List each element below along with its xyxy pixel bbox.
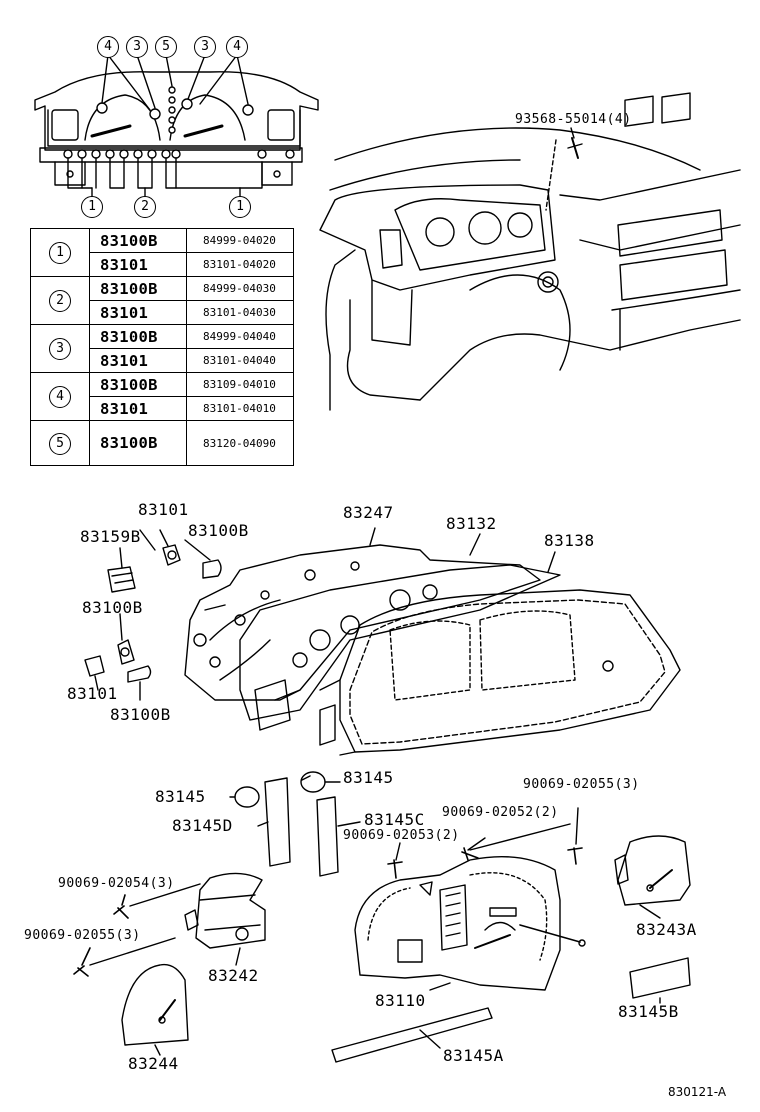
table-row: 2 83100B 84999-04030 xyxy=(30,276,294,325)
table-row: 1 83100B 84999-04020 xyxy=(30,228,294,277)
callout-4-left: 4 xyxy=(97,36,119,58)
label-83243A: 83243A xyxy=(636,920,697,939)
sub-part-number: 83101-04030 xyxy=(186,300,294,325)
group-number: 1 xyxy=(49,242,71,264)
callout-3-right: 3 xyxy=(194,36,216,58)
group-cell: 1 xyxy=(30,228,90,277)
bulb-reference-table: 1 83100B 84999-04020 83101 83101-04020 2… xyxy=(30,228,294,466)
strips-bottom xyxy=(331,957,691,1063)
part-number: 83100B xyxy=(89,276,187,301)
part-number: 83100B xyxy=(89,324,187,349)
lens-strip-parts xyxy=(234,771,341,877)
label-83244: 83244 xyxy=(128,1054,179,1073)
label-screw-02055-left: 90069-02055(3) xyxy=(24,928,141,943)
group-cell: 3 xyxy=(30,324,90,373)
gauge-83244-drawing xyxy=(121,963,189,1046)
table-row: 4 83100B 83109-04010 xyxy=(30,372,294,421)
callout-2: 2 xyxy=(134,196,156,218)
label-83145C: 83145C xyxy=(364,810,425,829)
label-83100B-top: 83100B xyxy=(188,521,249,540)
callout-1-right: 1 xyxy=(229,196,251,218)
sub-part-number: 83101-04040 xyxy=(186,348,294,373)
gauge-83242-drawing xyxy=(184,872,266,949)
group-cell: 4 xyxy=(30,372,90,421)
part-number: 83101 xyxy=(89,252,187,277)
gauge-83243A-drawing xyxy=(614,835,691,906)
leader-lines xyxy=(89,527,661,1056)
group-number: 2 xyxy=(49,290,71,312)
label-83132: 83132 xyxy=(446,514,497,533)
label-83145B: 83145B xyxy=(618,1002,679,1021)
label-83247: 83247 xyxy=(343,503,394,522)
mini-cluster-front-view xyxy=(34,54,319,197)
label-83145A: 83145A xyxy=(443,1046,504,1065)
label-83145D: 83145D xyxy=(172,816,233,835)
part-number: 83100B xyxy=(89,420,187,466)
callout-5: 5 xyxy=(155,36,177,58)
cluster-housing-exploded xyxy=(184,544,681,756)
group-number: 5 xyxy=(49,432,71,455)
label-screw-02052: 90069-02052(2) xyxy=(442,805,559,820)
label-83100B-bottom: 83100B xyxy=(110,705,171,724)
sub-part-number: 83101-04020 xyxy=(186,252,294,277)
label-83101-top: 83101 xyxy=(138,500,189,519)
label-83110: 83110 xyxy=(375,991,426,1010)
group-cell: 5 xyxy=(30,420,90,466)
label-83101-bottom: 83101 xyxy=(67,684,118,703)
sub-part-number: 83120-04090 xyxy=(186,420,294,466)
dial-plate-drawing xyxy=(354,856,586,991)
table-row: 83101 83101-04030 xyxy=(31,300,294,325)
label-screw-02053: 90069-02053(2) xyxy=(343,828,460,843)
label-screw-93568: 93568-55014(4) xyxy=(515,112,632,127)
sub-part-number: 83109-04010 xyxy=(186,372,294,397)
callout-3-left: 3 xyxy=(126,36,148,58)
part-number: 83101 xyxy=(89,348,187,373)
sub-part-number: 84999-04040 xyxy=(186,324,294,349)
table-row: 83101 83101-04010 xyxy=(31,396,294,421)
drawing-code: 830121-A xyxy=(668,1085,727,1099)
table-row: 3 83100B 84999-04040 xyxy=(30,324,294,373)
sub-part-number: 83101-04010 xyxy=(186,396,294,421)
group-number: 3 xyxy=(49,338,71,360)
screws xyxy=(73,847,583,977)
callout-1-left: 1 xyxy=(81,196,103,218)
label-screw-02054: 90069-02054(3) xyxy=(58,876,175,891)
label-83242: 83242 xyxy=(208,966,259,985)
label-screw-02055-top: 90069-02055(3) xyxy=(523,777,640,792)
label-83100B-mid: 83100B xyxy=(82,598,143,617)
part-number: 83100B xyxy=(89,228,187,253)
group-cell: 2 xyxy=(30,276,90,325)
part-number: 83101 xyxy=(89,300,187,325)
sub-part-number: 84999-04020 xyxy=(186,228,294,253)
label-83159B: 83159B xyxy=(80,527,141,546)
table-row: 5 83100B 83120-04090 xyxy=(30,420,294,466)
sub-part-number: 84999-04030 xyxy=(186,276,294,301)
bulb-socket-parts xyxy=(84,529,222,701)
group-number: 4 xyxy=(49,386,71,408)
label-83145-left: 83145 xyxy=(155,787,206,806)
part-number: 83100B xyxy=(89,372,187,397)
label-83138: 83138 xyxy=(544,531,595,550)
dashboard-perspective-view xyxy=(319,92,741,411)
part-number: 83101 xyxy=(89,396,187,421)
label-83145-right: 83145 xyxy=(343,768,394,787)
callout-4-right: 4 xyxy=(226,36,248,58)
